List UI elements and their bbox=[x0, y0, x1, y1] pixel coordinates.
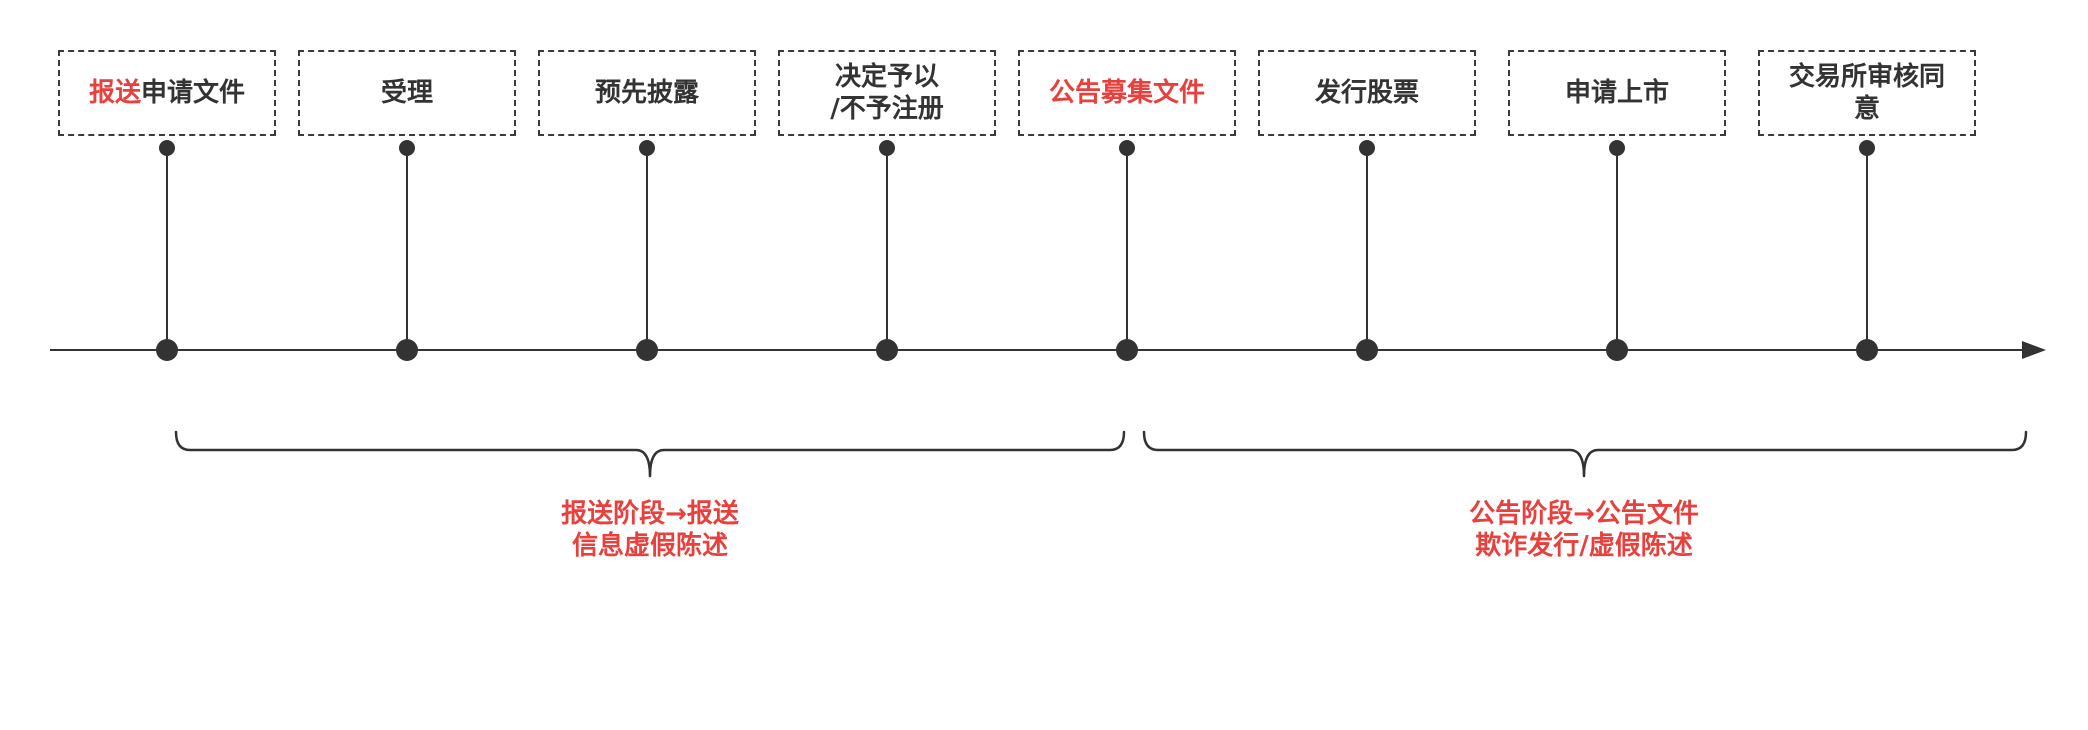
stage-box: 决定予以 /不予注册 bbox=[778, 50, 996, 136]
stage-label: 公告募集文件 bbox=[1049, 77, 1205, 109]
stage-top-dot bbox=[399, 140, 415, 156]
stage-label: 发行股票 bbox=[1315, 77, 1419, 109]
stage-axis-dot bbox=[1116, 339, 1138, 361]
stage-label: 预先披露 bbox=[595, 77, 699, 109]
left-stage-brace bbox=[174, 430, 1126, 478]
stage-axis-dot bbox=[636, 339, 658, 361]
stage-label-text: 受理 bbox=[380, 78, 433, 108]
stage-box: 申请上市 bbox=[1508, 50, 1726, 136]
stage-label-highlight: 报送 bbox=[88, 78, 141, 108]
stage-label: 申请上市 bbox=[1565, 77, 1669, 109]
right-stage-brace bbox=[1142, 430, 2028, 478]
stage-label-text: 交易所审核同 意 bbox=[1788, 62, 1945, 124]
stage-label-text: 申请上市 bbox=[1564, 78, 1669, 108]
stage-label: 受理 bbox=[381, 77, 433, 109]
stage-top-dot bbox=[1609, 140, 1625, 156]
stage-box: 预先披露 bbox=[538, 50, 756, 136]
stage-top-dot bbox=[1119, 140, 1135, 156]
stage-top-dot bbox=[159, 140, 175, 156]
stage-label: 报送申请文件 bbox=[89, 77, 245, 109]
stage-top-dot bbox=[639, 140, 655, 156]
timeline-arrowhead bbox=[2022, 341, 2046, 359]
right-brace-label: 公告阶段→公告文件 欺诈发行/虚假陈述 bbox=[1469, 499, 1699, 561]
stage-top-dot bbox=[1359, 140, 1375, 156]
stage-label: 交易所审核同 意 bbox=[1789, 61, 1945, 125]
stage-label-text: 决定予以 /不予注册 bbox=[830, 62, 944, 124]
stage-label-text: 申请文件 bbox=[141, 78, 246, 108]
stage-axis-dot bbox=[396, 339, 418, 361]
stage-box: 交易所审核同 意 bbox=[1758, 50, 1976, 136]
stage-axis-dot bbox=[1606, 339, 1628, 361]
stage-box: 发行股票 bbox=[1258, 50, 1476, 136]
stage-label: 决定予以 /不予注册 bbox=[830, 61, 944, 125]
stage-axis-dot bbox=[876, 339, 898, 361]
stage-top-dot bbox=[879, 140, 895, 156]
stage-axis-dot bbox=[156, 339, 178, 361]
stage-axis-dot bbox=[1356, 339, 1378, 361]
stage-top-dot bbox=[1859, 140, 1875, 156]
stage-label-text: 预先披露 bbox=[594, 78, 699, 108]
stage-axis-dot bbox=[1856, 339, 1878, 361]
stage-box: 报送申请文件 bbox=[58, 50, 276, 136]
stage-box: 受理 bbox=[298, 50, 516, 136]
stage-label-text: 发行股票 bbox=[1314, 78, 1419, 108]
stage-box: 公告募集文件 bbox=[1018, 50, 1236, 136]
stage-label-highlight: 公告募集文件 bbox=[1048, 78, 1205, 108]
left-brace-label: 报送阶段→报送 信息虚假陈述 bbox=[561, 499, 739, 561]
